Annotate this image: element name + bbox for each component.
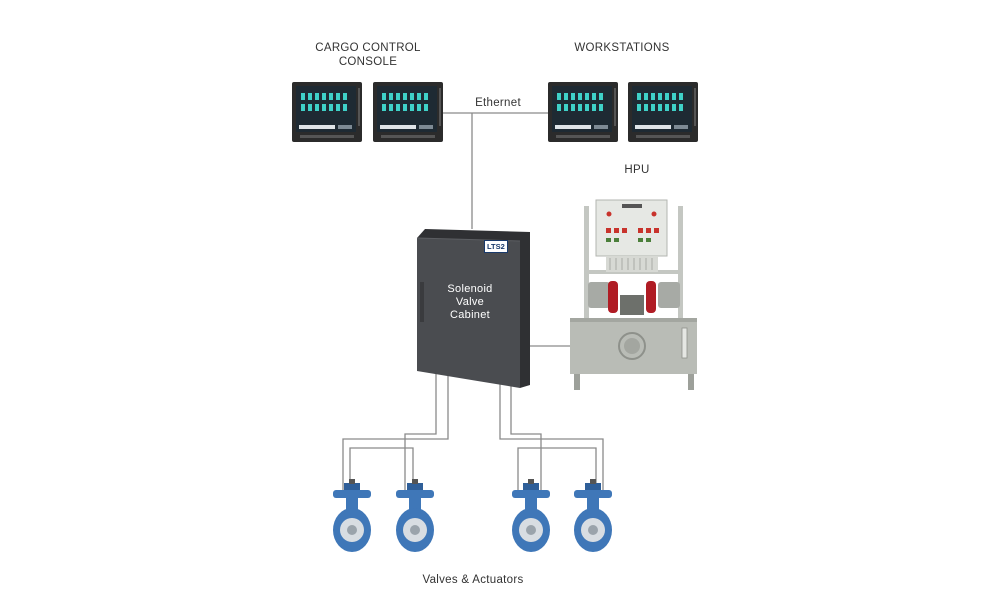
hydraulic-line-right-inner bbox=[510, 382, 542, 490]
hydraulic-line-right-return bbox=[517, 447, 597, 490]
cabinet-label-line2: Valve bbox=[455, 296, 485, 308]
solenoid-valve-cabinet bbox=[416, 229, 530, 388]
valve-actuator-4 bbox=[574, 479, 612, 552]
cargo-console-title: CARGO CONTROL CONSOLE bbox=[300, 41, 436, 69]
valves-label: Valves & Actuators bbox=[422, 574, 524, 586]
hydraulic-line-left-return bbox=[349, 447, 414, 490]
hydraulic-line-left-inner bbox=[404, 370, 437, 490]
valve-actuator-1 bbox=[333, 479, 371, 552]
ethernet-label: Ethernet bbox=[475, 97, 521, 109]
cabinet-label-line3: Cabinet bbox=[449, 309, 490, 321]
workstations-title: WORKSTATIONS bbox=[574, 42, 670, 54]
cabinet-label: Solenoid Valve Cabinet bbox=[432, 283, 508, 322]
monitor-console-1 bbox=[292, 82, 362, 142]
valve-actuator-2 bbox=[396, 479, 434, 552]
hpu-unit bbox=[570, 199, 697, 390]
connection-lines bbox=[342, 112, 604, 490]
monitor-console-2 bbox=[373, 82, 443, 142]
hydraulic-line-right-outer bbox=[499, 378, 604, 490]
cargo-console-title-line1: CARGO CONTROL bbox=[315, 42, 421, 54]
hydraulic-line-left-outer bbox=[342, 370, 449, 490]
cabinet-badge: LTS2 bbox=[484, 240, 508, 253]
monitor-workstation-2 bbox=[628, 82, 698, 142]
valve-actuator-3 bbox=[512, 479, 550, 552]
monitor-workstation-1 bbox=[548, 82, 618, 142]
cabinet-label-line1: Solenoid bbox=[447, 283, 493, 295]
hpu-label: HPU bbox=[624, 164, 650, 176]
cargo-console-title-line2: CONSOLE bbox=[338, 56, 398, 68]
